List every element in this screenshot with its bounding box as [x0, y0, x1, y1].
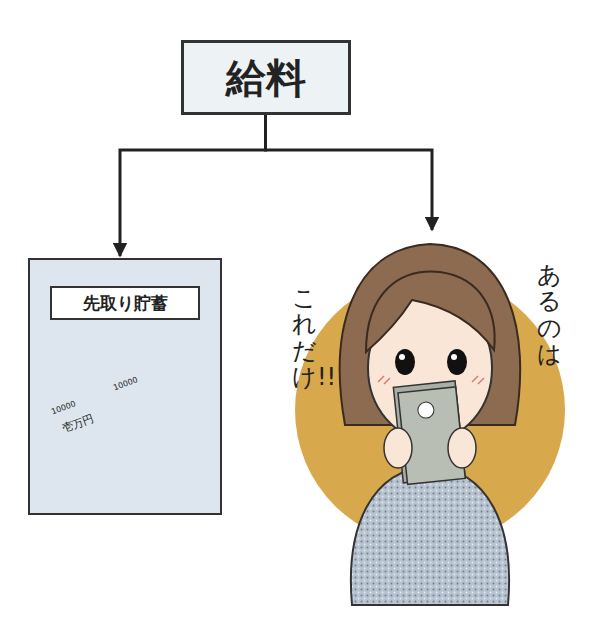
- hand: [448, 428, 476, 468]
- branch-arrow: [266, 115, 433, 230]
- title-box: 給料: [181, 40, 351, 115]
- speech-text: あるのは: [537, 262, 561, 368]
- person-figure: あるのは これだけ!!: [290, 232, 580, 607]
- branch-arrow: [120, 115, 266, 256]
- speech-text: これだけ!!: [292, 285, 316, 391]
- sweater: [351, 466, 509, 605]
- bangs: [366, 272, 495, 352]
- savings-heading: 先取り貯蓄: [50, 286, 200, 320]
- title-text: 給料: [184, 50, 348, 105]
- hand: [384, 428, 412, 468]
